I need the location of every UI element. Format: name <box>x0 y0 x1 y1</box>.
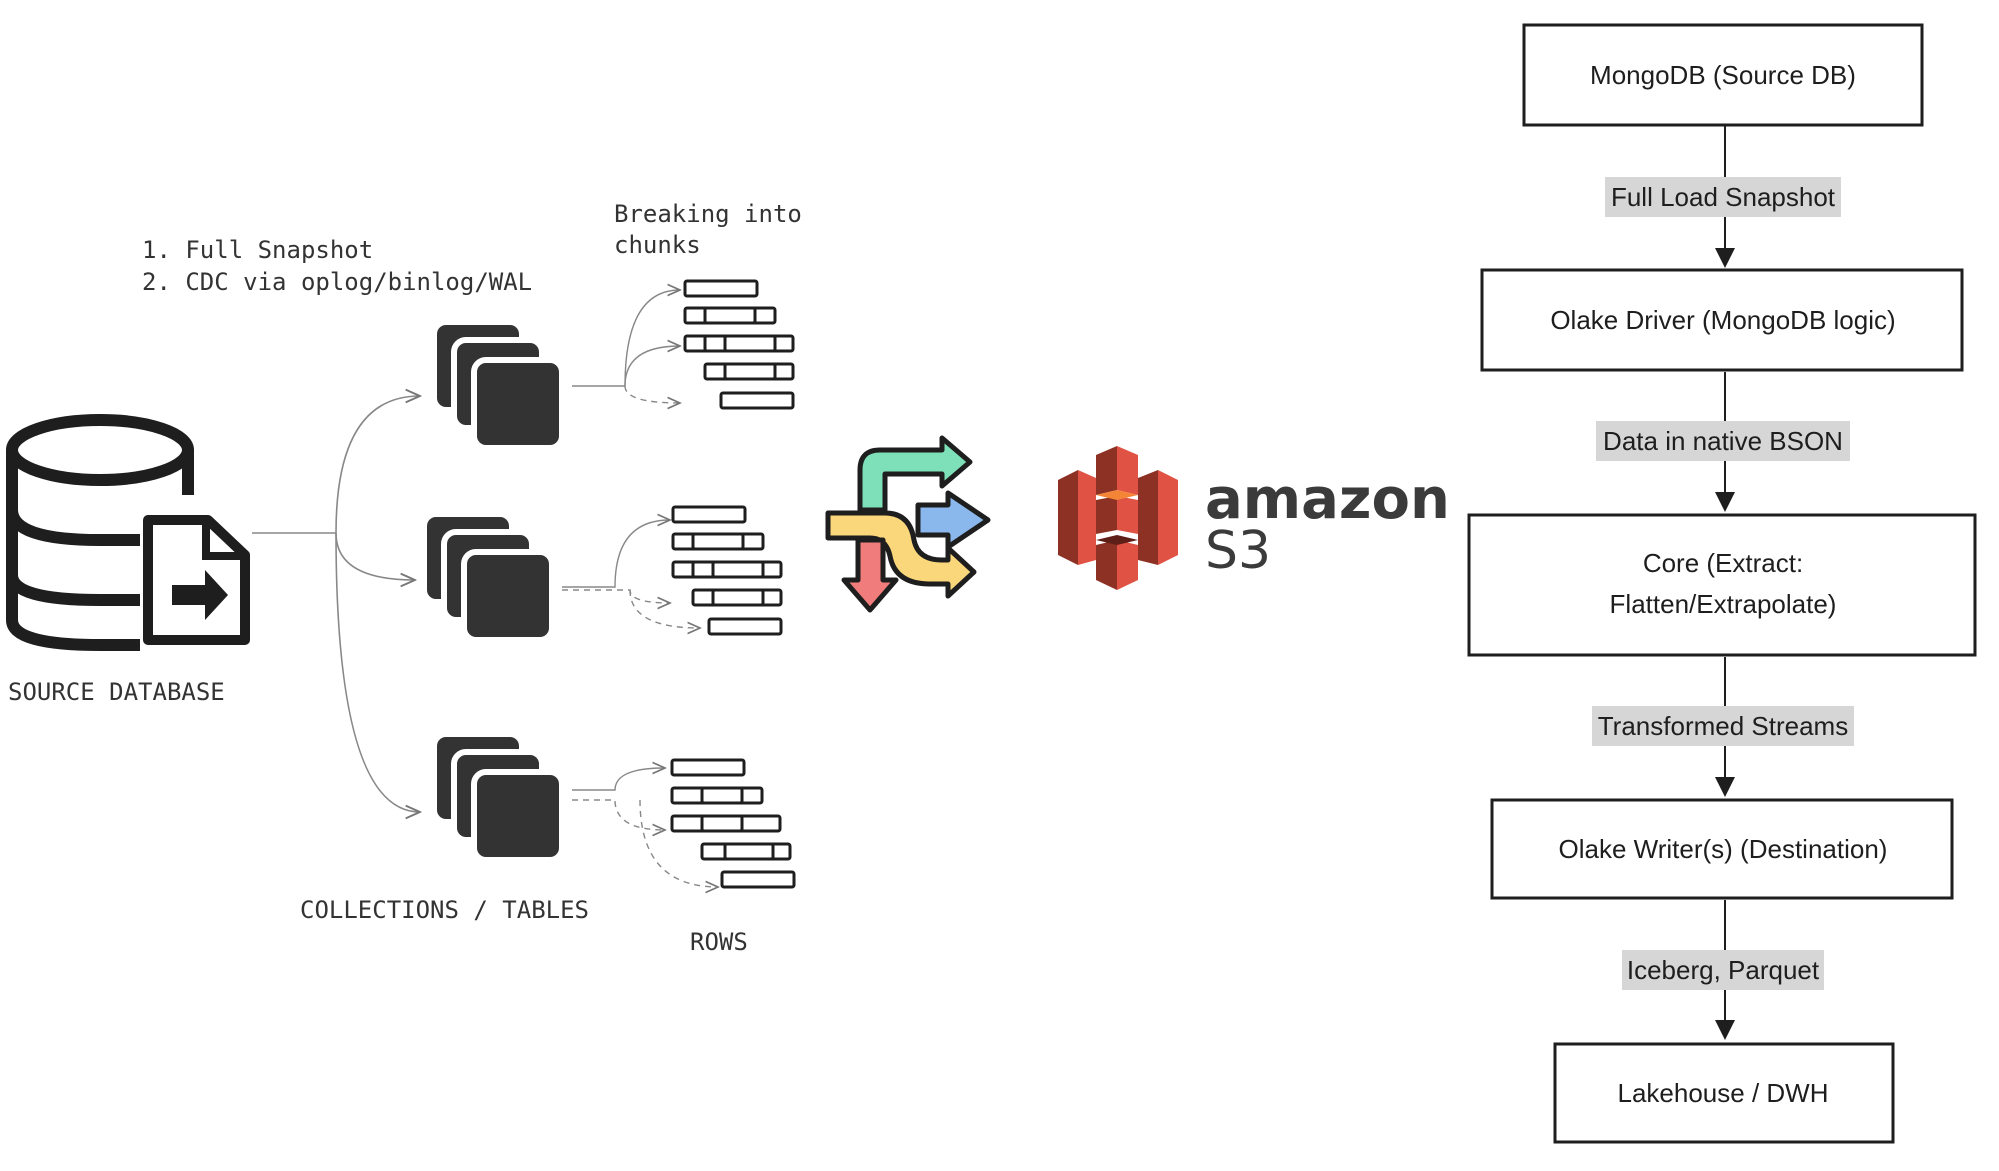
flow-box-lakehouse: Lakehouse / DWH <box>1553 1042 1895 1144</box>
flow-label-bson-text: Data in native BSON <box>1603 426 1843 456</box>
amazon-wordmark: amazon <box>1205 467 1450 532</box>
database-icon <box>6 414 194 651</box>
flow-box-mongodb-text: MongoDB (Source DB) <box>1590 60 1856 90</box>
table-stack-2 <box>421 511 555 643</box>
flow-box-olake-writer: Olake Writer(s) (Destination) <box>1490 798 1954 900</box>
flow-label-bson: Data in native BSON <box>1596 421 1850 461</box>
routing-arrows-icon <box>825 435 991 613</box>
source-database-label: SOURCE DATABASE <box>8 678 225 706</box>
table-stack-3 <box>431 731 565 863</box>
rows-label: ROWS <box>690 928 748 956</box>
flow-box-lakehouse-text: Lakehouse / DWH <box>1618 1078 1829 1108</box>
flow-box-olake-writer-text: Olake Writer(s) (Destination) <box>1559 834 1888 864</box>
flow-label-transformed: Transformed Streams <box>1592 706 1854 746</box>
step-full-snapshot: 1. Full Snapshot <box>142 236 373 264</box>
db-to-tables-connectors <box>252 396 420 812</box>
file-export-icon <box>143 515 250 645</box>
flow-label-iceberg-text: Iceberg, Parquet <box>1627 955 1820 985</box>
rows-group-3 <box>572 758 796 887</box>
s3-wordmark: S3 <box>1205 521 1271 581</box>
amazon-s3-logo <box>1058 446 1178 590</box>
chunks-note-line2: chunks <box>614 231 701 259</box>
flow-box-core: Core (Extract: Flatten/Extrapolate) <box>1467 513 1977 657</box>
table-stack-1 <box>431 319 565 451</box>
flow-label-transformed-text: Transformed Streams <box>1598 711 1848 741</box>
flow-box-mongodb: MongoDB (Source DB) <box>1522 23 1924 127</box>
flow-box-core-line1: Core (Extract: <box>1643 548 1803 578</box>
chunks-note-line1: Breaking into <box>614 200 802 228</box>
flow-label-iceberg: Iceberg, Parquet <box>1622 950 1824 990</box>
flow-label-full-load-text: Full Load Snapshot <box>1611 182 1836 212</box>
flow-box-olake-driver-text: Olake Driver (MongoDB logic) <box>1550 305 1895 335</box>
step-cdc: 2. CDC via oplog/binlog/WAL <box>142 268 532 296</box>
flow-box-core-line2: Flatten/Extrapolate) <box>1610 589 1837 619</box>
rows-group-2 <box>562 505 783 636</box>
flow-label-full-load: Full Load Snapshot <box>1605 177 1841 217</box>
rows-group-1 <box>572 279 795 410</box>
flow-box-olake-driver: Olake Driver (MongoDB logic) <box>1480 268 1964 372</box>
collections-tables-label: COLLECTIONS / TABLES <box>300 896 589 924</box>
